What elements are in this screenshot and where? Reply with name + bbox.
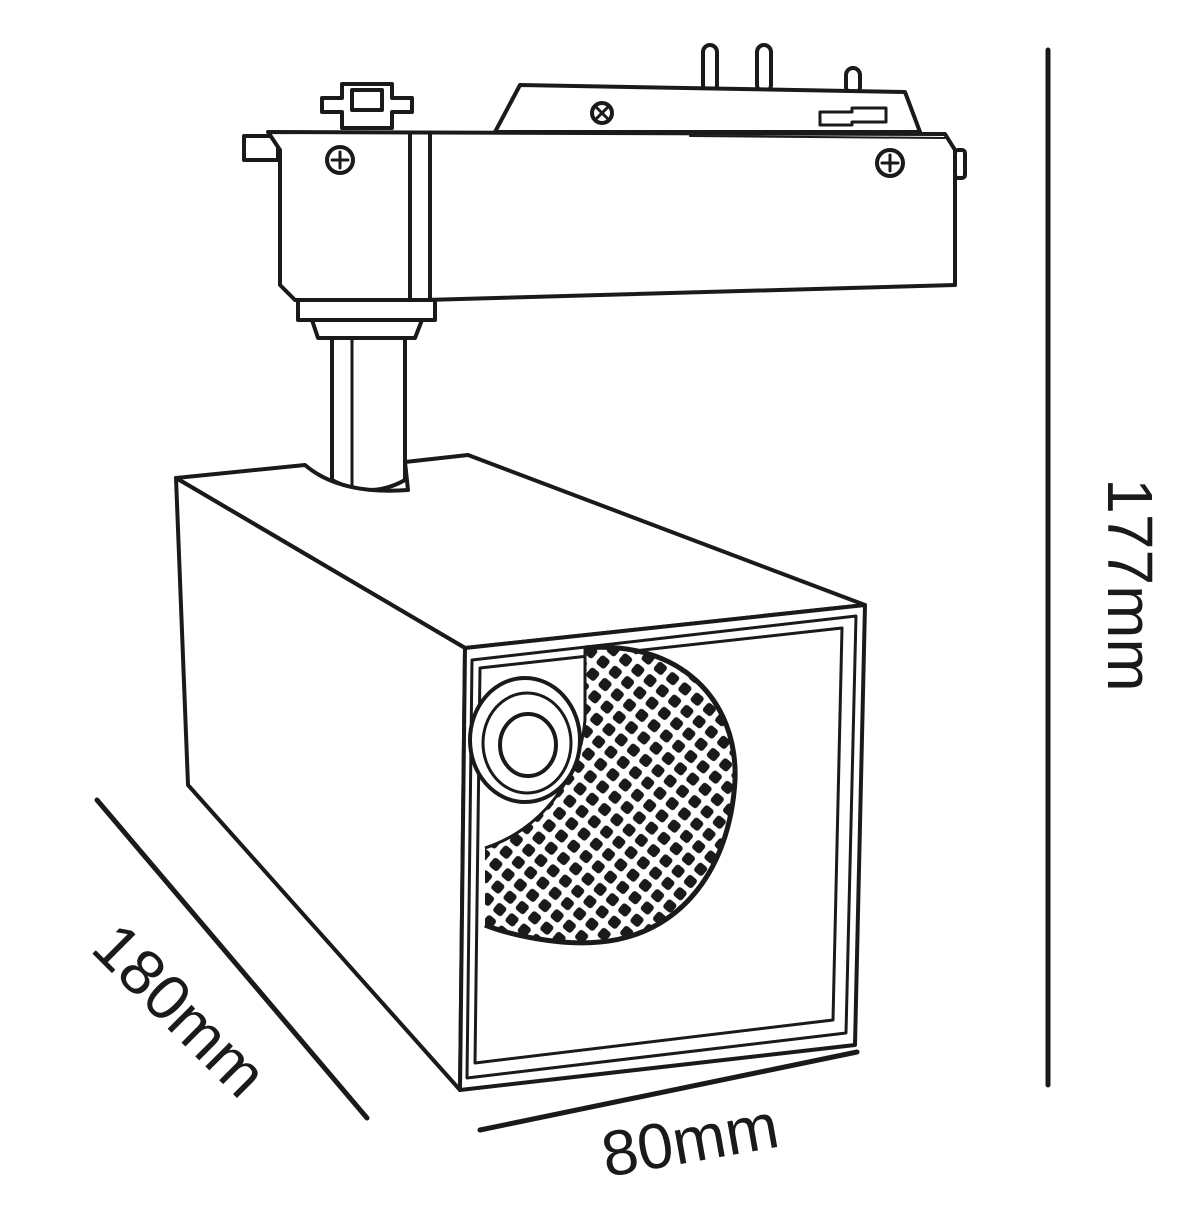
support-stem (330, 336, 407, 492)
width-dimension-line (477, 1049, 860, 1133)
led-lens (468, 676, 582, 804)
depth-dimension-line (94, 797, 370, 1121)
connector-collar (296, 298, 437, 340)
adapter-raised-housing (493, 83, 922, 134)
height-dimension-label: 177mm (1094, 478, 1166, 692)
adapter-left-clip (320, 82, 414, 130)
adapter-body (266, 130, 967, 302)
adapter-top-pins (701, 43, 862, 96)
